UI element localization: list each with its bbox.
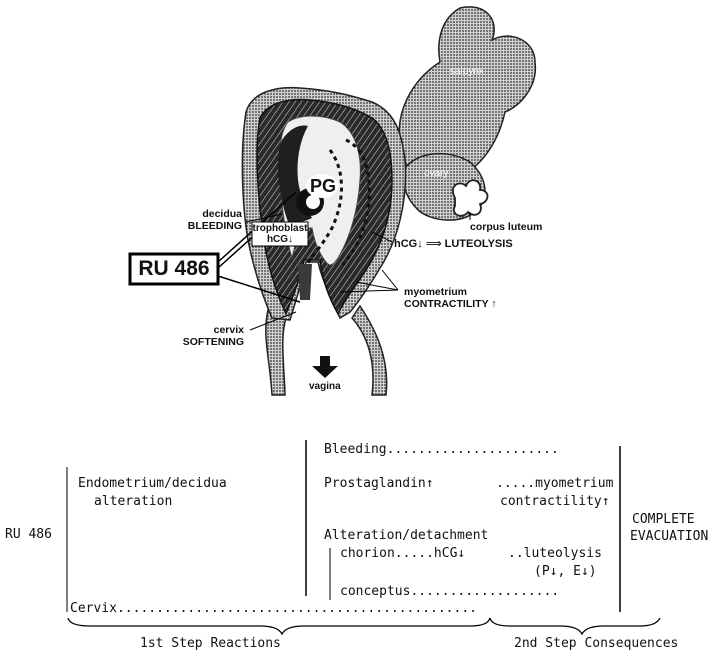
contractility-row: contractility↑	[500, 494, 610, 509]
vagina-shape-right	[352, 306, 387, 395]
luteolysis-row: ..luteolysis	[508, 546, 602, 561]
cervix-row: Cervix..................................…	[70, 601, 477, 616]
hcg-luteolysis-label: hCG↓ ⟹ LUTEOLYSIS	[394, 238, 513, 250]
vagina-label: vagina	[309, 381, 341, 393]
bleeding-label: BLEEDING	[178, 220, 242, 232]
step2-label: 2nd Step Consequences	[514, 636, 678, 651]
cervix-shape	[298, 264, 312, 300]
salpynx-label: salpynx	[450, 66, 484, 78]
corpus-luteum-label: corpus luteum	[470, 221, 542, 233]
bleeding-row: Bleeding......................	[324, 442, 559, 457]
brace-1st-step	[68, 618, 490, 634]
step1-label: 1st Step Reactions	[140, 636, 281, 651]
contractility-label: CONTRACTILITY ↑	[404, 298, 497, 310]
endometrium-alteration-label: alteration	[94, 494, 172, 509]
vagina-arrow	[312, 356, 338, 378]
ru486-diagram-label: RU 486	[130, 255, 218, 283]
myometrium-row: .....myometrium	[496, 476, 613, 491]
ovary-label: ovary	[424, 168, 448, 180]
conceptus-row: conceptus...................	[340, 584, 559, 599]
trophoblast-hcg-label: hCG↓	[252, 234, 308, 246]
table-ru486-label: RU 486	[5, 527, 52, 542]
pg-label: PG	[310, 176, 336, 197]
chorion-row: chorion.....hCG↓	[340, 546, 465, 561]
endometrium-label: Endometrium/decidua	[78, 476, 227, 491]
p-e-row: (P↓, E↓)	[534, 564, 597, 579]
evacuation-label: EVACUATION	[630, 529, 708, 544]
cervix-label: cervix	[180, 324, 244, 336]
softening-label: SOFTENING	[172, 336, 244, 348]
decidua-label: decidua	[178, 208, 242, 220]
complete-label: COMPLETE	[632, 512, 695, 527]
alteration-row: Alteration/detachment	[324, 528, 488, 543]
prostaglandin-row: Prostaglandin↑	[324, 476, 434, 491]
myometrium-label: myometrium	[404, 286, 467, 298]
brace-2nd-step	[490, 618, 660, 634]
